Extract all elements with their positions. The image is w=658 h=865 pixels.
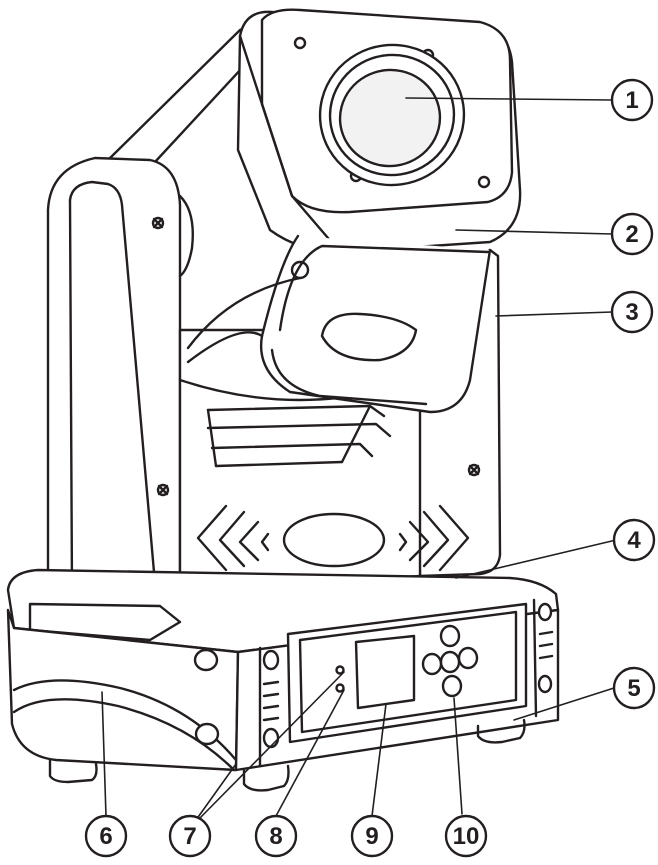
callout-number: 7 (183, 823, 196, 850)
callout-1: 1 (610, 78, 654, 122)
callout-circle (612, 518, 656, 562)
callout-circle (610, 290, 654, 334)
head-screw-icon (477, 175, 491, 189)
yoke-logo (196, 504, 470, 572)
menu-button-up (439, 624, 461, 648)
callout-number: 10 (453, 823, 480, 850)
base (6, 568, 560, 792)
callout-10: 10 (444, 814, 488, 858)
led-7-icon (335, 665, 345, 675)
lcd-screen (354, 634, 416, 710)
head-neck (186, 234, 492, 414)
menu-button-down (441, 674, 463, 698)
callout-3: 3 (610, 290, 654, 334)
callout-2: 2 (610, 212, 654, 256)
callout-circle (444, 814, 488, 858)
led-8-icon (335, 683, 345, 693)
callout-number: 2 (625, 221, 638, 248)
yoke-fins (206, 404, 392, 468)
menu-button-center (439, 650, 461, 674)
callout-8: 8 (254, 814, 298, 858)
callout-number: 5 (627, 675, 640, 702)
menu-button-left (421, 652, 443, 676)
callout-number: 4 (627, 527, 641, 554)
callout-circle (254, 814, 298, 858)
leader-lines (101, 97, 617, 821)
callout-number: 1 (625, 87, 638, 114)
lens (318, 43, 466, 187)
callout-9: 9 (350, 814, 394, 858)
callout-number: 8 (269, 823, 282, 850)
callout-circle (84, 814, 128, 858)
callouts: 1 2 3 4 5 6 7 8 9 10 (84, 78, 656, 858)
head-screw-icon (293, 36, 307, 50)
callout-circle (610, 78, 654, 122)
callout-circle (168, 814, 212, 858)
callout-4: 4 (612, 518, 656, 562)
callout-6: 6 (84, 814, 128, 858)
callout-circle (350, 814, 394, 858)
callout-circle (612, 666, 656, 710)
callout-circle (610, 212, 654, 256)
callout-5: 5 (612, 666, 656, 710)
yoke (46, 156, 502, 602)
callout-number: 9 (365, 823, 378, 850)
menu-button-right (457, 646, 479, 670)
callout-number: 6 (99, 823, 112, 850)
callout-number: 3 (625, 299, 638, 326)
callout-7: 7 (168, 814, 212, 858)
